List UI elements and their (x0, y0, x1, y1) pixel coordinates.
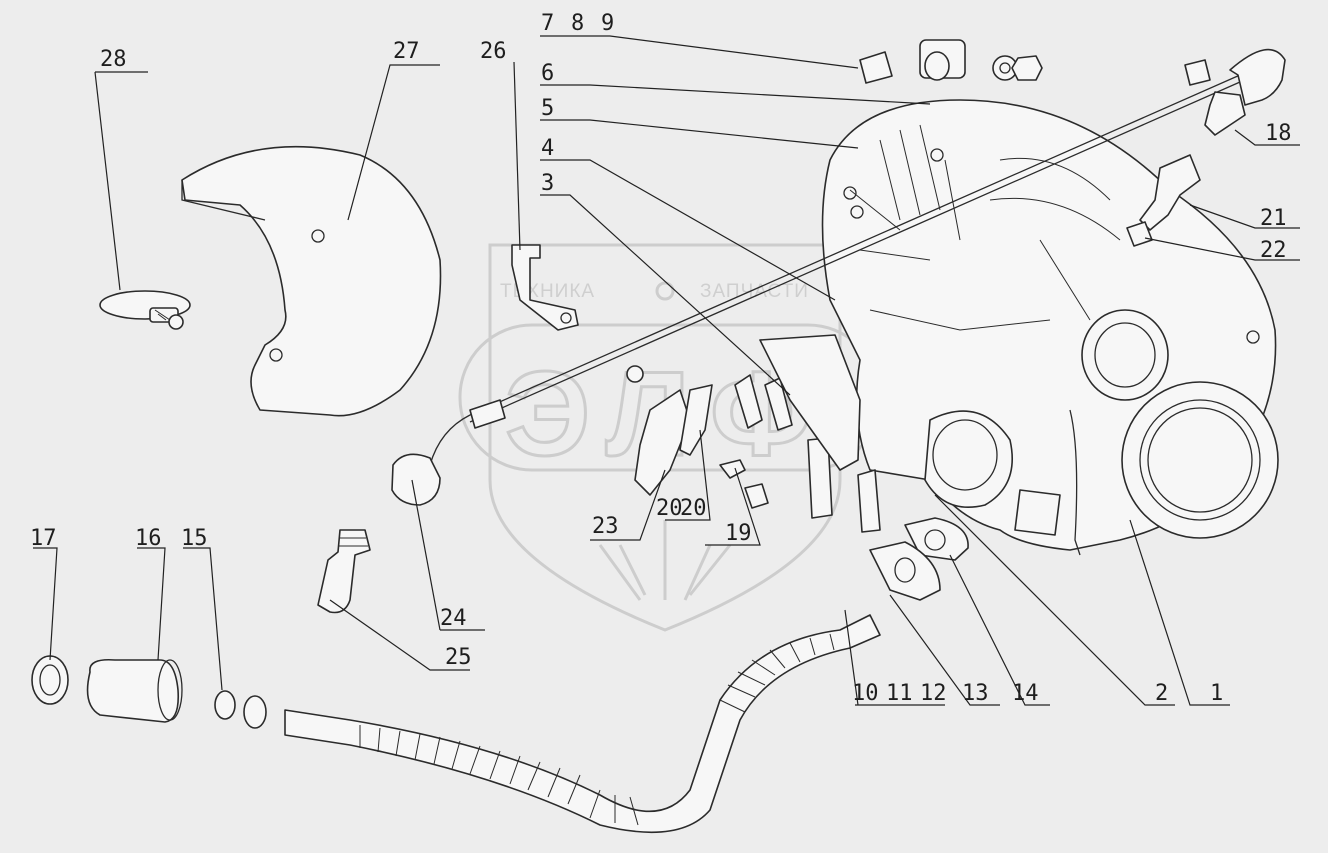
callout-25: 25 (445, 645, 472, 670)
callout-18: 18 (1265, 121, 1292, 146)
watermark-left-word: ТЕХНИКА (500, 281, 595, 302)
callout-19: 19 (725, 521, 752, 546)
callout-9: 9 (601, 11, 614, 36)
callout-1: 1 (1210, 681, 1223, 706)
callout-8: 8 (571, 11, 584, 36)
oil-feed-line-part (429, 48, 1286, 466)
callout-15: 15 (181, 526, 208, 551)
right-fittings (1126, 91, 1246, 247)
callout-7: 7 (541, 11, 554, 36)
callout-22: 22 (1260, 238, 1287, 263)
flange-gaskets (869, 517, 969, 601)
callout-28: 28 (100, 47, 127, 72)
studs-and-bolts (626, 365, 881, 533)
callout-6: 6 (541, 61, 554, 86)
bolt-washer-nut-set (859, 39, 1043, 84)
hose-clamp-part (99, 290, 191, 330)
callout-13: 13 (962, 681, 989, 706)
callout-2: 2 (1155, 681, 1168, 706)
banjo-fitting-part (391, 453, 441, 506)
callout-23: 23 (592, 514, 619, 539)
callout-27: 27 (393, 39, 420, 64)
drain-tube-fittings (31, 655, 267, 729)
union-fitting-part (317, 529, 371, 614)
mounting-brackets (634, 334, 861, 496)
callout-4: 4 (541, 136, 554, 161)
oil-drain-hose (284, 614, 881, 834)
callout-21: 21 (1260, 206, 1287, 231)
callout-20: 20 (680, 496, 707, 521)
gear-icon (655, 281, 675, 301)
callout-10: 10 (852, 681, 879, 706)
watermark-right-word: ЗАПЧАСТИ (700, 281, 809, 302)
leader-lines (33, 35, 1300, 706)
callout-3: 3 (541, 171, 554, 196)
callout-16: 16 (135, 526, 162, 551)
heat-shield-part (181, 145, 442, 417)
callout-26: 26 (480, 39, 507, 64)
callout-17: 17 (30, 526, 57, 551)
callout-labels: 1 2 3 4 5 6 7 8 9 10 11 12 13 14 15 16 1… (30, 11, 1292, 706)
watermark-wheat-icon (598, 520, 732, 601)
callout-20-alt: 20 (656, 496, 683, 521)
callout-11: 11 (886, 681, 913, 706)
callout-24: 24 (440, 606, 467, 631)
turbocharger-part (821, 99, 1279, 556)
bracket-part (511, 244, 579, 331)
callout-12: 12 (920, 681, 947, 706)
callout-14: 14 (1012, 681, 1039, 706)
callout-5: 5 (541, 96, 554, 121)
